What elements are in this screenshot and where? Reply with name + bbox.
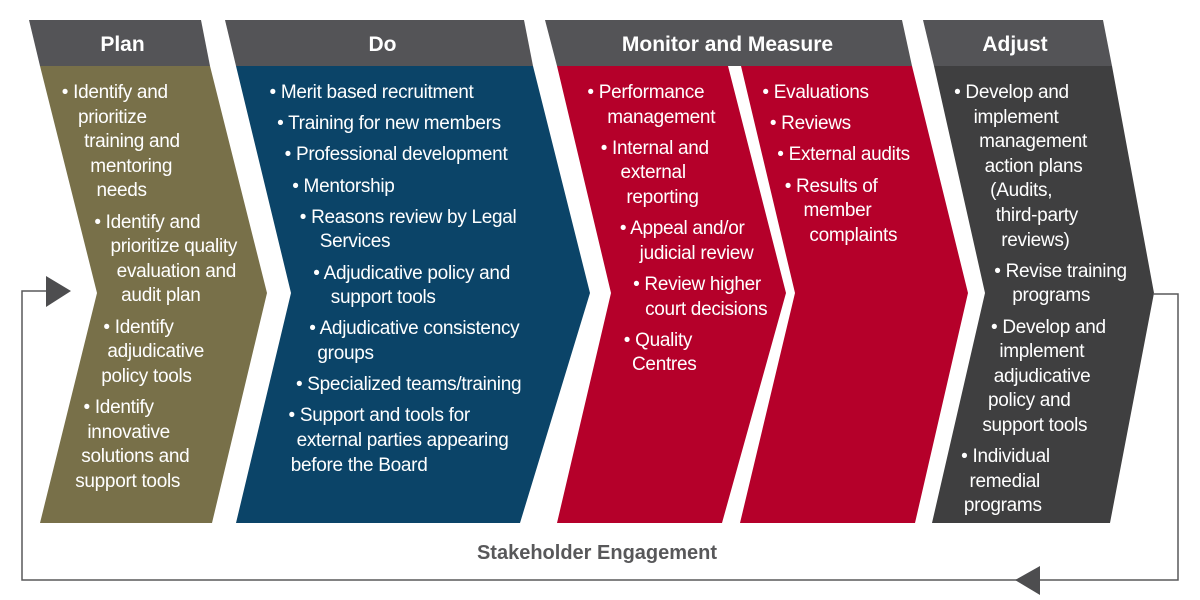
bullet-item-continuation: court decisions [645,298,768,320]
bullet-item: • Identify [103,316,174,338]
bullet-item-continuation: complaints [809,224,898,246]
bullet-item-continuation: support tools [982,415,1088,436]
bullet-item: • Performance [587,82,705,103]
adjust-header-shape [923,20,1112,66]
bullet-item: • Adjudicative consistency [309,318,520,340]
bullet-item-continuation: support tools [75,470,181,492]
bullet-item-continuation: policy and [988,390,1071,412]
monitor-header-shape [545,20,912,66]
bullet-item-continuation: external [620,162,687,184]
bullet-item: • Identify and [94,211,201,233]
bullet-item-continuation: action plans [984,155,1083,177]
bullet-item-continuation: implement [973,106,1059,128]
bullet-item: • Review higher [633,274,761,295]
bullet-item-continuation: programs [963,495,1042,517]
bullet-item-continuation: external parties appearing [296,430,509,451]
plan-chevron [40,66,267,523]
bullet-item: • Mentorship [292,175,395,197]
bullet-item-continuation: support tools [330,287,436,309]
bullet-item-continuation: adjudicative [107,341,205,363]
bullet-item: • Support and tools for [288,405,470,427]
bullet-item: • Individual [961,446,1050,468]
bullet-item: • Reasons review by Legal [299,206,517,228]
adjust-title: Adjust [982,33,1048,56]
bullet-item-continuation: management [607,106,716,128]
bullet-item: • Reviews [769,113,851,135]
bullet-item-continuation: member [803,200,872,222]
adjust-chevron [932,66,1154,523]
bullet-item: • Quality [623,329,693,351]
bullet-item-continuation: implement [999,341,1085,363]
bullet-item: • Develop and [954,82,1069,103]
loop-arrow-right-icon [46,276,71,307]
bullet-item-continuation: innovative [87,421,170,443]
plan-title: Plan [100,33,145,56]
monitor-chevron-1 [557,66,786,523]
bullet-item-continuation: remedial [969,470,1040,492]
bullet-item-continuation: groups [317,343,374,364]
stakeholder-loop-line [21,290,1179,581]
bullet-item-continuation: (Audits, [990,180,1053,202]
bullet-item: • Training for new members [277,113,501,135]
bullet-item-continuation: reporting [626,187,699,208]
bullet-item: • Develop and [991,316,1106,338]
bullet-item: • Internal and [600,137,709,159]
bullet-item-continuation: evaluation and [116,260,237,282]
bullet-item-continuation: programs [1012,285,1091,307]
monitor-title: Monitor and Measure [621,33,834,56]
bullet-item: • Revise training [994,260,1127,282]
bullet-item: • Identify and [61,82,168,103]
bullet-item: • Adjudicative policy and [313,262,510,284]
do-title: Do [368,33,397,56]
bullet-item-continuation: solutions and [81,446,190,468]
bullet-item-continuation: prioritize [77,106,147,128]
loop-arrow-left-icon [1015,566,1040,595]
bullet-item: • Evaluations [762,82,869,103]
bullet-item: • Merit based recruitment [269,82,474,103]
bullet-item-continuation: adjudicative [993,365,1091,387]
bullet-item-continuation: third-party [995,205,1079,226]
do-header-shape [225,20,533,66]
stakeholder-engagement-label: Stakeholder Engagement [476,542,718,564]
bullet-item-continuation: judicial review [639,242,754,264]
bullet-item-continuation: policy tools [101,365,192,387]
bullet-item-continuation: Services [319,231,391,253]
bullet-item-continuation: Centres [632,354,697,376]
bullet-item: • Appeal and/or [619,218,745,240]
bullet-item-continuation: mentoring [90,155,173,177]
do-chevron [236,66,590,523]
bullet-item: • Professional development [284,144,508,166]
bullet-item-continuation: training and [84,131,180,153]
bullet-item-continuation: reviews) [1001,229,1070,251]
bullet-item-continuation: management [979,131,1088,153]
bullet-item-continuation: prioritize quality [110,236,238,258]
bullet-item: • Specialized teams/training [295,374,522,396]
bullet-item: • Identify [83,397,155,418]
bullet-item: • Results of [784,175,878,197]
bullet-item: • External audits [777,144,910,166]
bullet-item-continuation: needs [96,180,147,202]
plan-header-shape [29,20,210,66]
bullet-item-continuation: before the Board [290,454,428,476]
monitor-chevron-2 [740,66,968,523]
bullet-item-continuation: audit plan [121,285,201,307]
